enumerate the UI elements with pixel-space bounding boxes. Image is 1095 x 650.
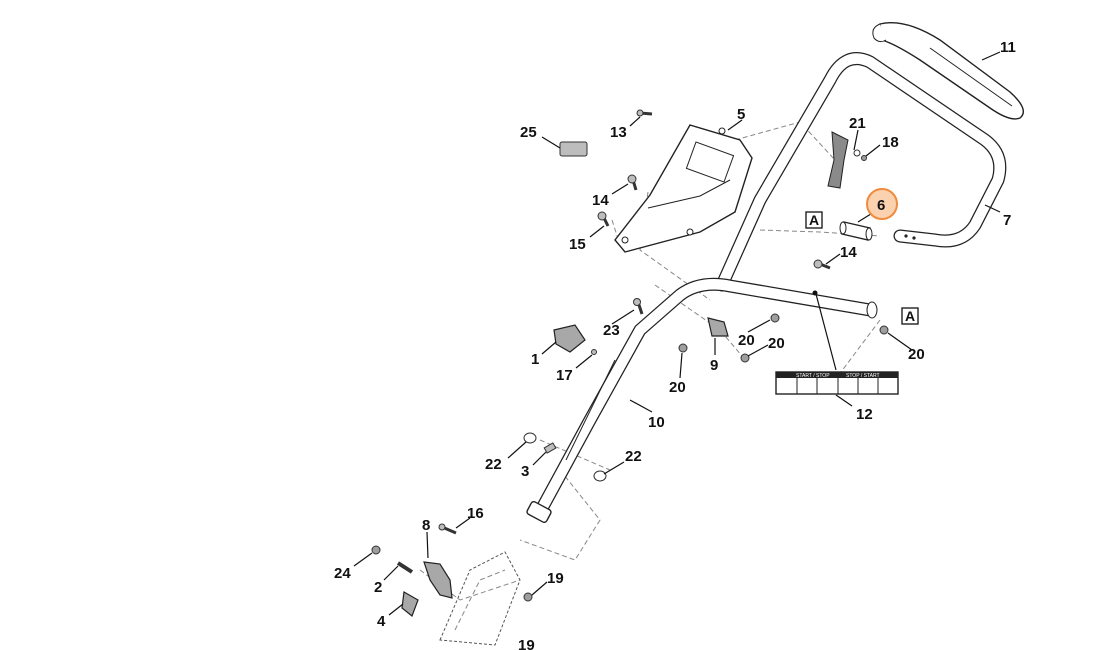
callout-21[interactable]: 21 (849, 115, 866, 132)
callout-2[interactable]: 2 (374, 579, 382, 596)
callout-19-lower[interactable]: 19 (518, 637, 535, 650)
callout-17[interactable]: 17 (556, 367, 573, 384)
callout-11[interactable]: 11 (1000, 39, 1016, 56)
callouts: 11 5 13 25 21 18 14 6 7 15 14 23 20 20 1… (334, 39, 1016, 650)
callout-4[interactable]: 4 (377, 613, 386, 630)
callout-14-upper[interactable]: 14 (592, 192, 609, 209)
callout-3[interactable]: 3 (521, 463, 529, 480)
part-12-decal: START / STOP STOP / START (775, 371, 899, 395)
callout-14-lower[interactable]: 14 (840, 244, 857, 261)
callout-18[interactable]: 18 (882, 134, 899, 151)
callout-24[interactable]: 24 (334, 565, 351, 582)
callout-15[interactable]: 15 (569, 236, 586, 253)
decal-label-left: START / STOP (796, 373, 830, 379)
reference-mark-a-upper: A (805, 211, 823, 229)
hardware (371, 109, 889, 602)
callout-5[interactable]: 5 (737, 106, 745, 123)
part-8-cam-lever (423, 561, 453, 599)
reference-mark-a-lower: A (901, 307, 919, 325)
callout-7[interactable]: 7 (1003, 212, 1011, 229)
callout-1[interactable]: 1 (531, 351, 539, 368)
part-7-upper-handle (715, 52, 1007, 292)
leader-lines (353, 51, 1001, 616)
part-21-lever (827, 131, 849, 189)
callout-25[interactable]: 25 (520, 124, 537, 141)
callout-9[interactable]: 9 (710, 357, 718, 374)
callout-20-b[interactable]: 20 (768, 335, 785, 352)
svg-text:A: A (809, 212, 819, 228)
part-4-wing (401, 591, 419, 617)
part-10-lower-handle (526, 277, 878, 523)
part-25-tag (559, 141, 588, 157)
callout-19-upper[interactable]: 19 (547, 570, 564, 587)
decal-label-right: STOP / START (846, 373, 880, 379)
part-11-handle-grip (872, 22, 1024, 120)
callout-20-d[interactable]: 20 (669, 379, 686, 396)
callout-22-left[interactable]: 22 (485, 456, 502, 473)
callout-22-right[interactable]: 22 (625, 448, 642, 465)
callout-16[interactable]: 16 (467, 505, 484, 522)
svg-text:A: A (905, 308, 915, 324)
callout-20-c[interactable]: 20 (908, 346, 925, 363)
callout-10[interactable]: 10 (648, 414, 665, 431)
callout-13[interactable]: 13 (610, 124, 627, 141)
callout-6[interactable]: 6 (877, 197, 885, 214)
highlight-ring-6 (866, 188, 898, 220)
callout-23[interactable]: 23 (603, 322, 620, 339)
part-9-bracket (707, 317, 729, 337)
part-6-sleeve (839, 221, 873, 241)
part-1-clamp (553, 324, 586, 353)
part-5-cover-plate (614, 124, 753, 253)
part-19-deck-bracket (439, 551, 521, 646)
callout-12[interactable]: 12 (856, 406, 873, 423)
callout-8[interactable]: 8 (422, 517, 430, 534)
callout-20-a[interactable]: 20 (738, 332, 755, 349)
